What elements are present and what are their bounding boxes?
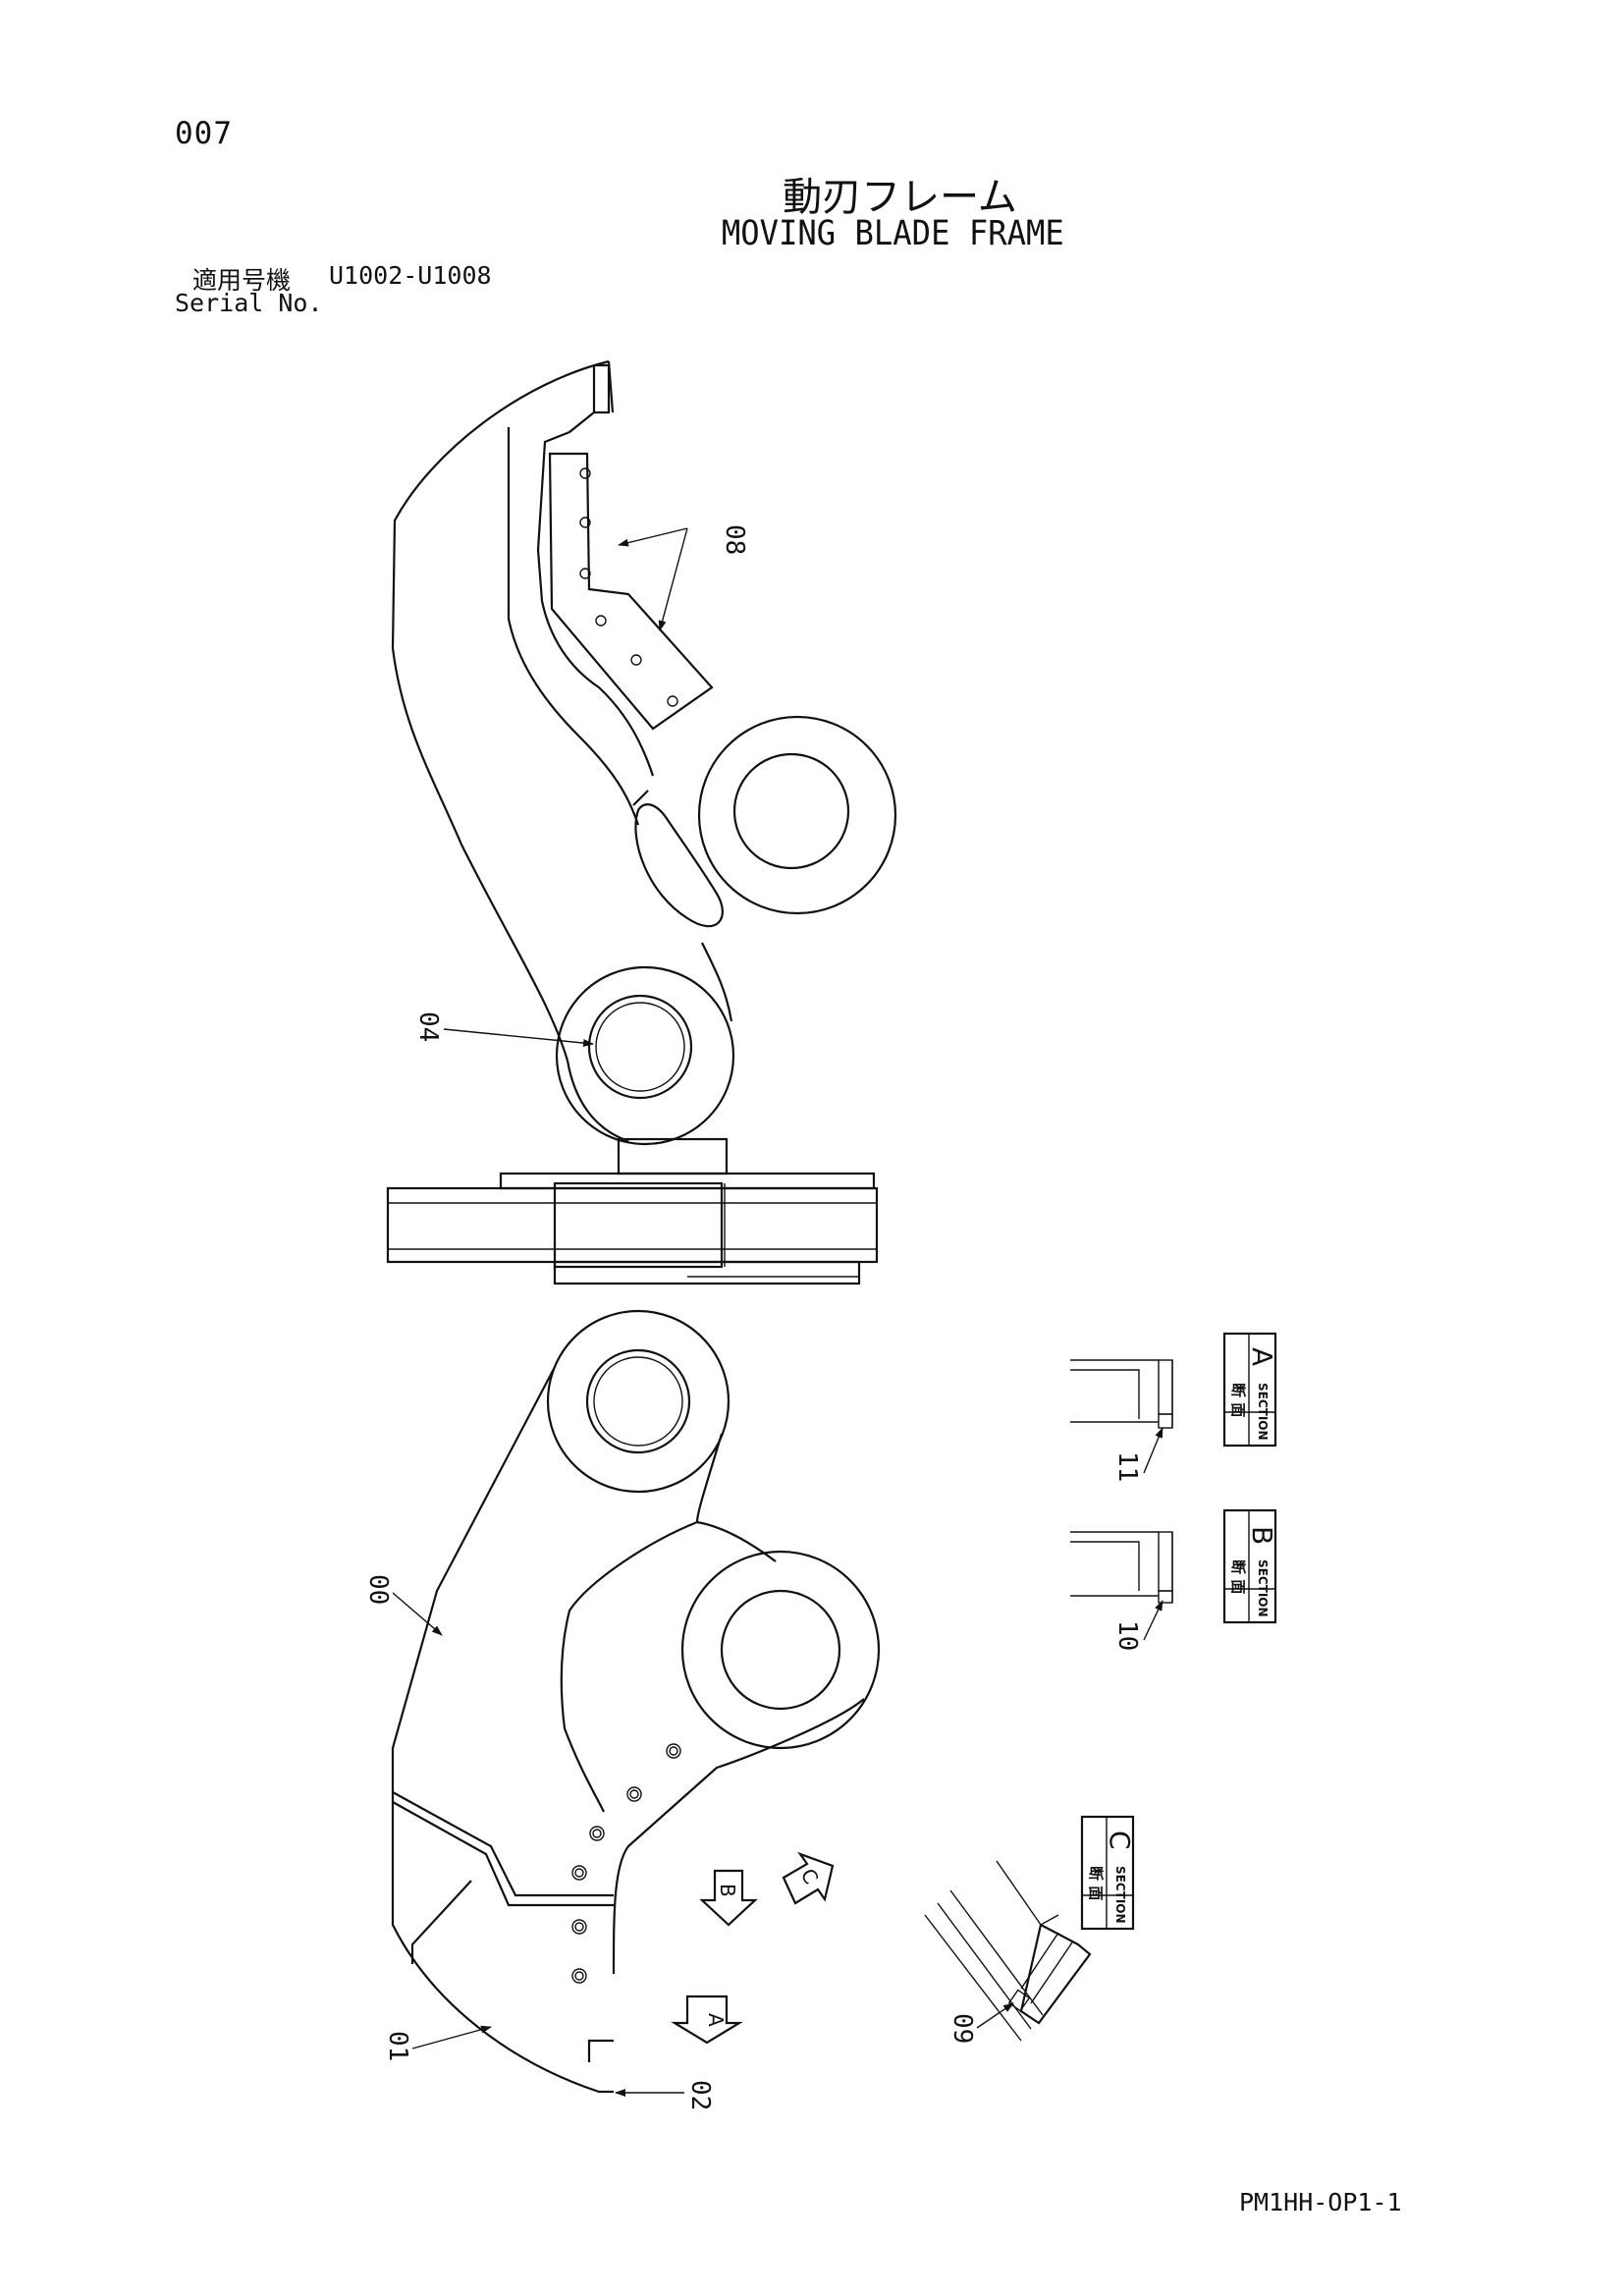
label-04: 04: [413, 1011, 443, 1042]
section-a-en: SECTION: [1256, 1383, 1270, 1441]
label-10: 10: [1112, 1620, 1142, 1651]
title-english: MOVING BLADE FRAME: [721, 214, 1064, 253]
callout-04: 04: [413, 1011, 594, 1047]
section-b-detail: B 断 面 SECTION: [1070, 1508, 1278, 1624]
section-b-letter: B: [1246, 1526, 1278, 1545]
page-number: 007: [175, 116, 233, 151]
label-02: 02: [685, 2080, 715, 2110]
section-b-en: SECTION: [1256, 1559, 1270, 1617]
view-arrow-a: A: [671, 1995, 743, 2045]
serial-label-japanese: 適用号機: [192, 266, 292, 295]
title-japanese: 動刃フレーム: [783, 175, 1017, 220]
section-c-en: SECTION: [1113, 1866, 1127, 1924]
label-01: 01: [383, 2031, 412, 2061]
callout-00: 00: [363, 1574, 443, 1636]
label-00: 00: [363, 1574, 393, 1605]
label-09: 09: [947, 2013, 977, 2044]
side-view: [386, 1137, 879, 1285]
serial-label-english: Serial No.: [175, 289, 323, 317]
upper-frame-view: [391, 359, 897, 1146]
section-a-jp: 断 面: [1229, 1383, 1247, 1417]
label-11: 11: [1112, 1451, 1142, 1482]
view-arrow-a-letter: A: [704, 2013, 728, 2027]
section-c-letter: C: [1104, 1831, 1136, 1850]
callout-11: 11: [1112, 1427, 1163, 1482]
section-b-jp: 断 面: [1229, 1559, 1247, 1594]
section-c-jp: 断 面: [1087, 1866, 1105, 1900]
view-arrow-b: B: [699, 1869, 758, 1927]
section-a-letter: A: [1246, 1347, 1278, 1366]
callout-02: 02: [615, 2080, 715, 2110]
callout-09: 09: [947, 2002, 1014, 2044]
document-code: PM1HH-OP1-1: [1239, 2188, 1402, 2216]
callout-08: 08: [618, 524, 749, 631]
serial-range: U1002-U1008: [329, 261, 492, 290]
view-arrow-c: C: [782, 1851, 835, 1905]
view-arrow-b-letter: B: [716, 1884, 739, 1897]
lower-frame-view: [391, 1309, 881, 2094]
section-c-detail: C 断 面 SECTION: [924, 1815, 1136, 2042]
section-a-detail: A 断 面 SECTION: [1070, 1332, 1278, 1448]
callout-01: 01: [383, 2025, 492, 2061]
label-08: 08: [720, 524, 749, 555]
callout-10: 10: [1112, 1600, 1163, 1651]
